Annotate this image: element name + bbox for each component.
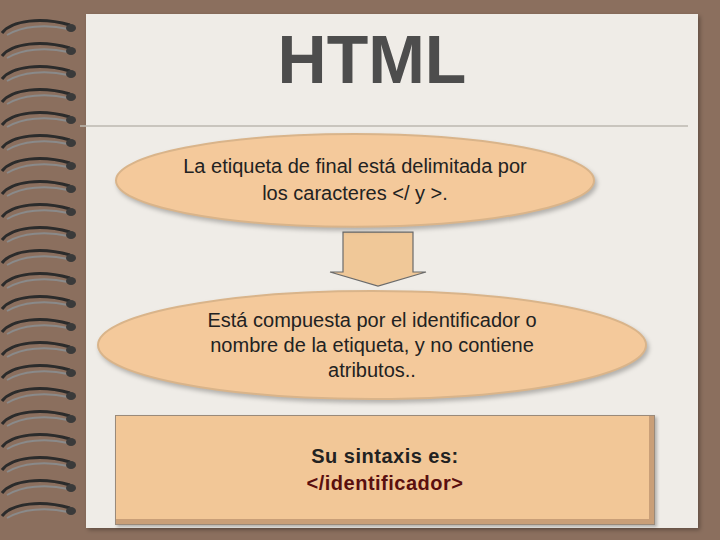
text-group: Su sintaxis es:</identificador> (307, 443, 464, 497)
node-text: Su sintaxis es: (307, 443, 464, 470)
node-text: </identificador> (307, 470, 464, 497)
node-text: La etiqueta de final está delimitada por… (170, 153, 540, 207)
oval-box: La etiqueta de final está delimitada por… (115, 133, 595, 228)
text-group: La etiqueta de final está delimitada por… (170, 153, 540, 207)
page-sheet (86, 14, 698, 528)
spiral-binding (2, 21, 76, 518)
title-text: HTML (90, 22, 654, 97)
title-rule (80, 125, 688, 127)
slide-title: HTML (90, 22, 654, 97)
oval-box: Está compuesta por el identificador o no… (97, 290, 647, 400)
block-arrow (330, 232, 426, 286)
syntax-box: Su sintaxis es:</identificador> (115, 415, 655, 525)
oval-outline (115, 133, 595, 228)
text-group: Está compuesta por el identificador o no… (192, 308, 552, 383)
node-text: Está compuesta por el identificador o no… (192, 308, 552, 383)
